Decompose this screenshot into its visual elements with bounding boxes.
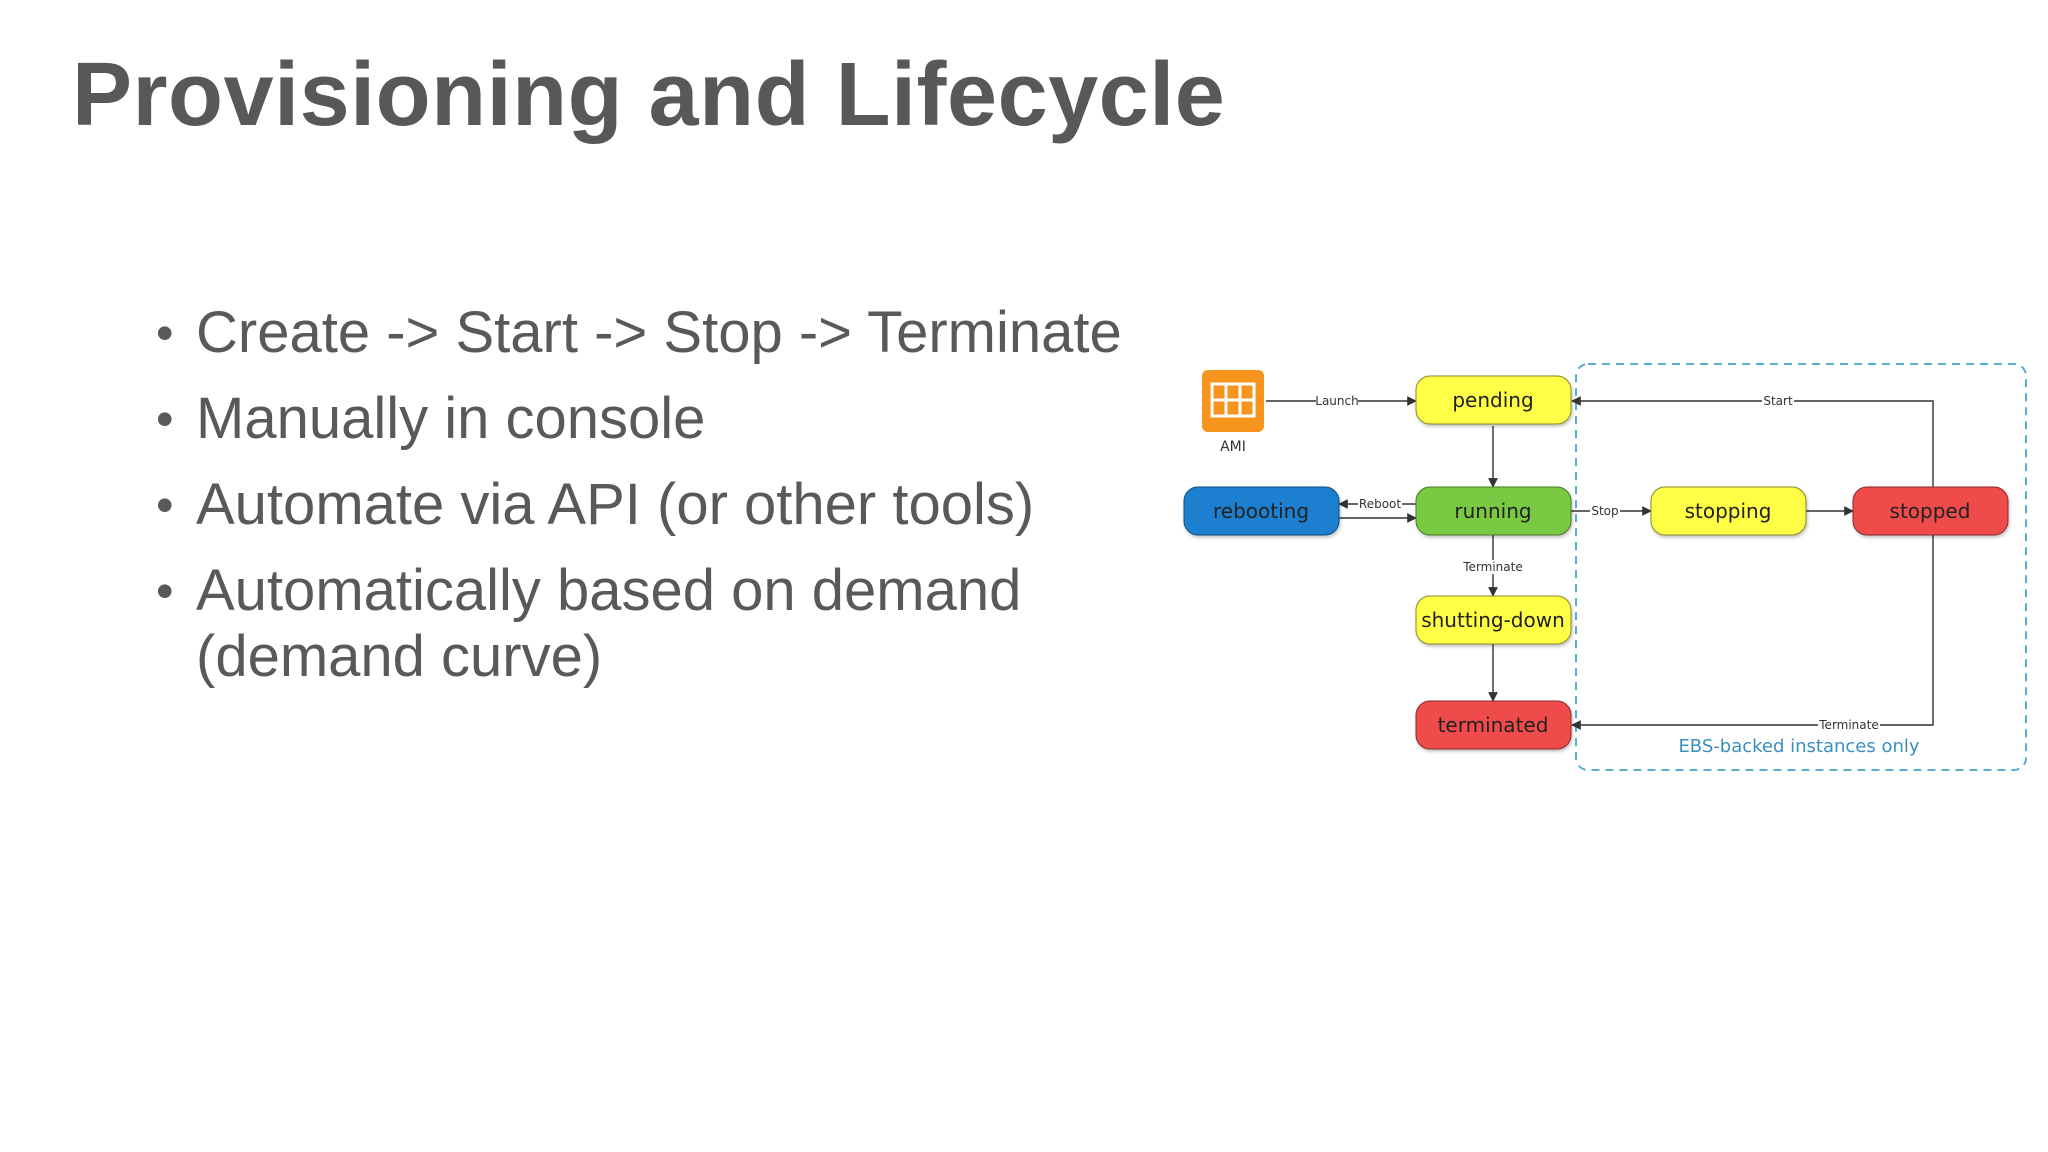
state-pending: pending xyxy=(1415,375,1572,425)
state-stopped-label: stopped xyxy=(1890,499,1971,523)
state-rebooting-label: rebooting xyxy=(1213,499,1309,523)
state-running-label: running xyxy=(1454,499,1531,523)
bullet-marker: • xyxy=(156,305,174,361)
bullet-text: Automate via API (or other tools) xyxy=(196,472,1035,537)
ebs-region xyxy=(1575,363,2027,771)
svg-text:Terminate: Terminate xyxy=(1462,560,1522,574)
svg-text:Start: Start xyxy=(1763,394,1793,408)
bullet-text: Create -> Start -> Stop -> Terminate xyxy=(196,300,1122,365)
svg-text:Stop: Stop xyxy=(1591,504,1618,518)
edge-label-terminate-running: Terminate xyxy=(1462,560,1524,574)
bullet-marker: • xyxy=(156,391,174,447)
edge-label-stop: Stop xyxy=(1590,504,1620,518)
edge-start xyxy=(1571,396,1934,487)
ami-icon xyxy=(1202,370,1264,432)
svg-text:Reboot: Reboot xyxy=(1359,497,1401,511)
bullet-list: • Create -> Start -> Stop -> Terminate • M… xyxy=(150,300,1150,710)
lifecycle-diagram-svg: EBS-backed instances only AMI xyxy=(1183,363,2027,771)
slide-title: Provisioning and Lifecycle xyxy=(72,45,1226,145)
bullet-item: • Automatically based on demand (demand c… xyxy=(150,558,1150,690)
state-running: running xyxy=(1415,486,1572,536)
state-stopping-label: stopping xyxy=(1685,499,1772,523)
bullet-item: • Manually in console xyxy=(150,386,1150,452)
state-shutting-down: shutting-down xyxy=(1415,595,1572,645)
state-rebooting: rebooting xyxy=(1183,486,1340,536)
bullet-text: Automatically based on demand (demand cu… xyxy=(196,558,1022,689)
svg-text:Terminate: Terminate xyxy=(1818,718,1878,732)
ami-label: AMI xyxy=(1220,439,1246,455)
bullet-item: • Create -> Start -> Stop -> Terminate xyxy=(150,300,1150,366)
bullet-marker: • xyxy=(156,477,174,533)
edge-label-launch: Launch xyxy=(1315,394,1359,408)
state-terminated-label: terminated xyxy=(1438,713,1549,737)
ebs-label: EBS-backed instances only xyxy=(1678,736,1919,757)
edge-terminate-stopped xyxy=(1571,535,1934,730)
state-shutting-down-label: shutting-down xyxy=(1421,608,1565,632)
state-terminated: terminated xyxy=(1415,700,1572,750)
lifecycle-diagram: EBS-backed instances only AMI xyxy=(1170,340,2030,800)
bullet-marker: • xyxy=(156,563,174,619)
edge-label-reboot: Reboot xyxy=(1358,497,1402,511)
bullet-text: Manually in console xyxy=(196,386,706,451)
edge-label-start: Start xyxy=(1762,394,1794,408)
state-stopped: stopped xyxy=(1852,486,2009,536)
state-stopping: stopping xyxy=(1650,486,1807,536)
edge-label-terminate-stopped: Terminate xyxy=(1818,718,1880,732)
bullet-item: • Automate via API (or other tools) xyxy=(150,472,1150,538)
svg-text:Launch: Launch xyxy=(1315,394,1358,408)
state-pending-label: pending xyxy=(1452,388,1533,412)
